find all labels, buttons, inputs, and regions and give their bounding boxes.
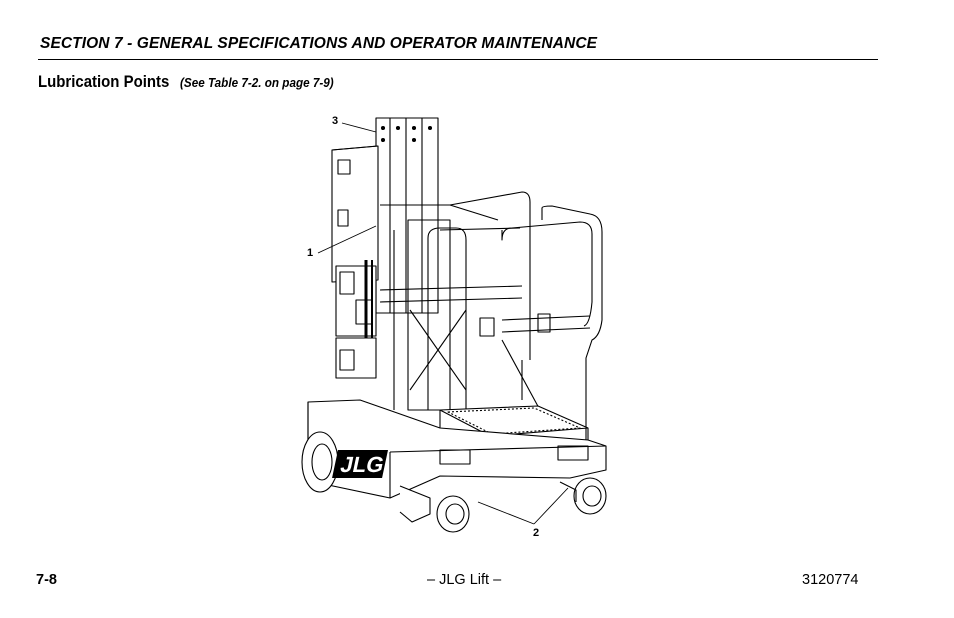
page-number: 7-8 bbox=[36, 572, 57, 588]
mast bbox=[375, 117, 439, 314]
callout-leaders bbox=[317, 122, 569, 525]
control-box bbox=[331, 145, 379, 379]
lift-illustration: JLG 3 1 2 bbox=[290, 110, 620, 550]
heading-title: Lubrication Points bbox=[38, 72, 170, 91]
platform-railing bbox=[379, 191, 603, 440]
svg-text:JLG: JLG bbox=[338, 452, 386, 477]
page-heading: Lubrication Points (See Table 7-2. on pa… bbox=[38, 72, 350, 92]
callout-3: 3 bbox=[332, 115, 339, 127]
jlg-logo: JLG bbox=[332, 450, 388, 478]
callout-2: 2 bbox=[533, 527, 540, 539]
section-header: SECTION 7 - GENERAL SPECIFICATIONS AND O… bbox=[40, 35, 598, 52]
document-number: 3120774 bbox=[802, 572, 859, 588]
platform-floor bbox=[439, 405, 589, 448]
callout-1: 1 bbox=[307, 247, 314, 259]
table-reference-link[interactable]: (See Table 7-2. on page 7-9) bbox=[179, 75, 334, 90]
footer-title: – JLG Lift – bbox=[427, 572, 502, 588]
wheels bbox=[301, 431, 607, 533]
header-divider bbox=[38, 59, 878, 60]
